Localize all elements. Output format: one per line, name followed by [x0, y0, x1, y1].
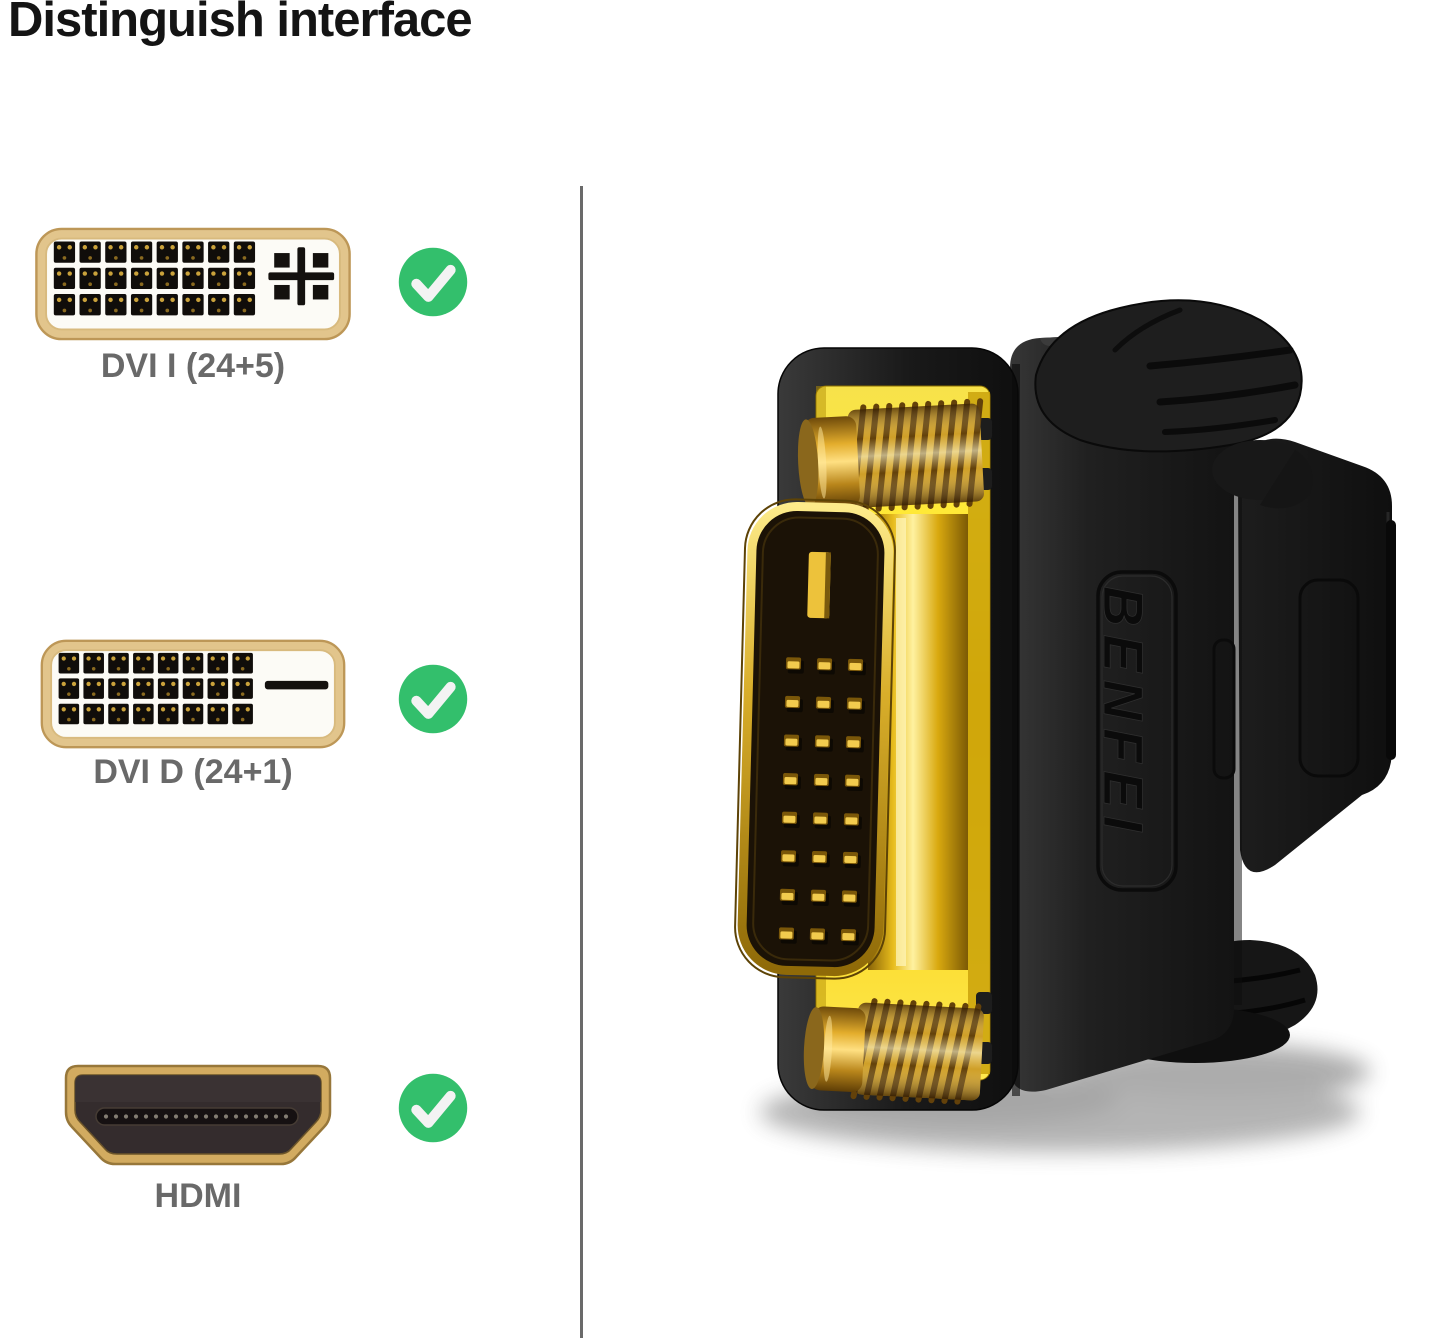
dvi-d-connector-figure [40, 639, 346, 749]
dvi-i-analog-cross-icon [268, 247, 335, 306]
page-title: Distinguish interface [8, 0, 473, 47]
check-icon [398, 1073, 468, 1143]
connector-label-hdmi: HDMI [154, 1177, 242, 1215]
dvi-male-connector [734, 498, 896, 980]
column-divider [580, 186, 583, 1338]
body-groove-panel [1096, 570, 1178, 892]
top-screw-post [797, 398, 984, 514]
body-groove-small [1212, 638, 1236, 780]
hdmi-pin-dots [103, 1114, 289, 1119]
check-icon [398, 247, 468, 317]
connector-label-dvi-d: DVI D (24+1) [93, 753, 293, 791]
dvi-d-pin-grid [58, 652, 253, 725]
top-thumbscrew [1034, 299, 1313, 509]
dvi-i-connector-figure [35, 227, 351, 341]
hdmi-end-groove [1298, 578, 1360, 778]
bottom-screw-post [803, 998, 984, 1105]
dvi-d-blade-slot [264, 680, 329, 690]
hdmi-connector-figure [64, 1064, 332, 1166]
check-icon [398, 664, 468, 734]
connector-label-dvi-i: DVI I (24+5) [100, 347, 286, 385]
brand-embossed-text: BENFEI [1092, 586, 1155, 839]
adapter-render: BENFEI [734, 299, 1396, 1152]
adapter-hdmi-end [1238, 438, 1396, 873]
dvi-male-pin-grid [778, 657, 866, 946]
dvi-i-pin-grid [53, 241, 256, 316]
